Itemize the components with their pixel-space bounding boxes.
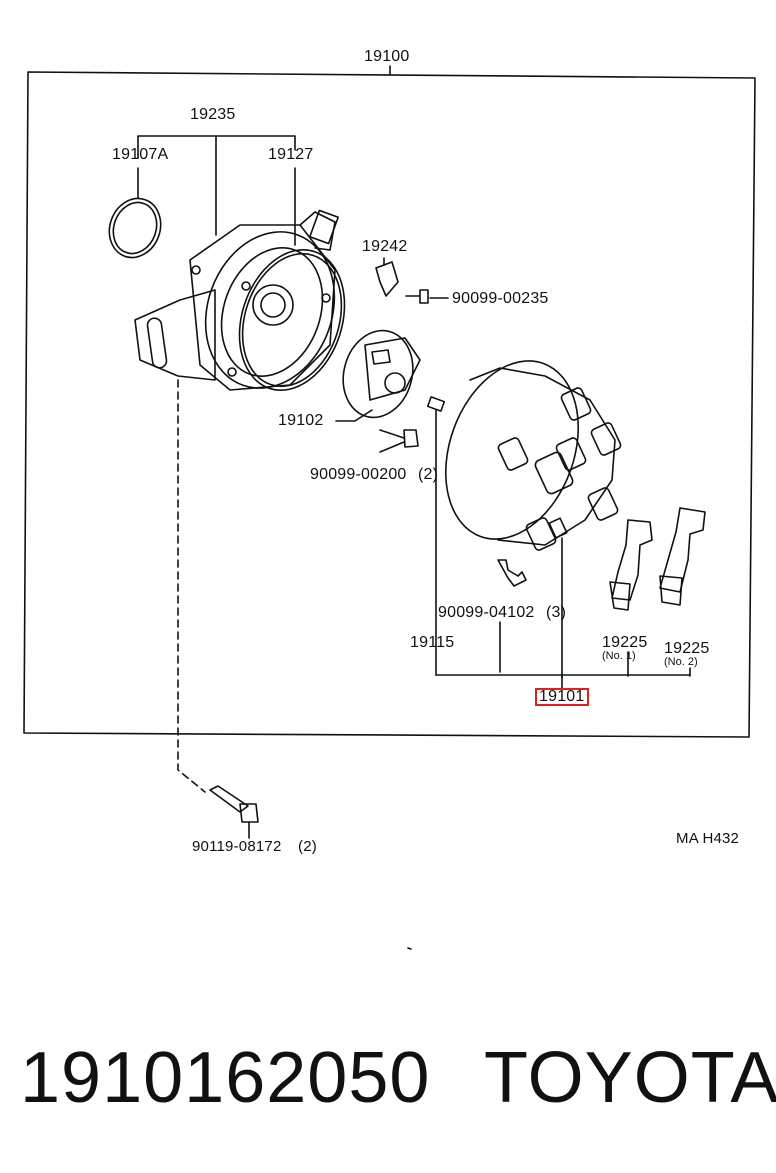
part-number: 1910162050 [20,1038,431,1118]
label-19225-no1-note: (No. 1) [602,650,636,662]
label-19101-highlighted[interactable]: 19101 [535,688,589,706]
figure-code: MA H432 [676,830,740,847]
label-90099-00200: 90099-00200 [310,466,407,483]
distributor-cap-19101 [444,360,622,551]
o-ring-19107a [108,197,162,259]
bolt-90099-00235 [405,289,429,304]
assembly-frame [23,71,756,738]
label-90119-08172-qty: (2) [298,838,317,855]
rotor-19102 [342,329,421,419]
label-90099-04102-qty: (3) [546,604,567,621]
ring-19127 [238,249,346,391]
label-90099-04102: 90099-04102 [438,604,535,621]
label-19225-no2-note: (No. 2) [664,656,698,668]
screw-90099-00200 [379,429,419,448]
carbon-pin [426,396,446,412]
label-19100: 19100 [364,48,410,65]
plug-cap-19225-no2 [659,507,706,606]
label-19115: 19115 [410,634,455,651]
distributor-housing [134,209,339,391]
label-90099-00235: 90099-00235 [452,290,549,307]
label-19127: 19127 [268,146,314,163]
label-19235: 19235 [190,106,236,123]
plug-cap-19225-no1 [609,519,653,611]
label-19102: 19102 [278,412,324,429]
label-90119-08172: 90119-08172 [192,838,282,855]
clamp-19242 [375,261,399,297]
brand-name: TOYOTA [484,1038,776,1118]
label-19225-no1: 19225 [602,634,648,651]
label-90099-00200-qty: (2) [418,466,439,483]
label-19242: 19242 [362,238,408,255]
label-19107a: 19107A [112,146,169,163]
screw-90099-04102 [497,559,527,587]
bolt-90119-08172 [209,785,249,813]
label-19225-no2: 19225 [664,640,710,657]
